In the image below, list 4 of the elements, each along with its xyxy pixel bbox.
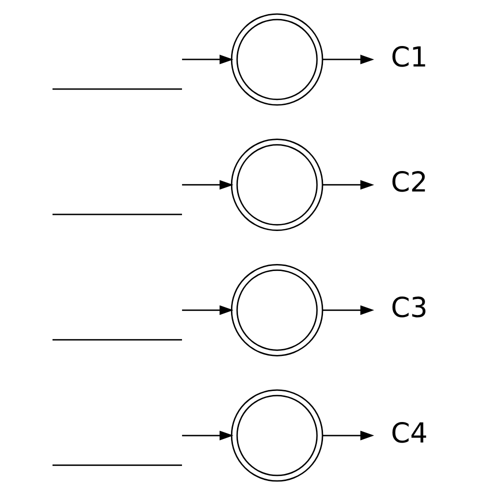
node-text: C4 — [390, 417, 428, 450]
node-text: C2 — [390, 166, 428, 199]
node-text: C3 — [390, 292, 428, 324]
node-text: C1 — [390, 41, 428, 74]
